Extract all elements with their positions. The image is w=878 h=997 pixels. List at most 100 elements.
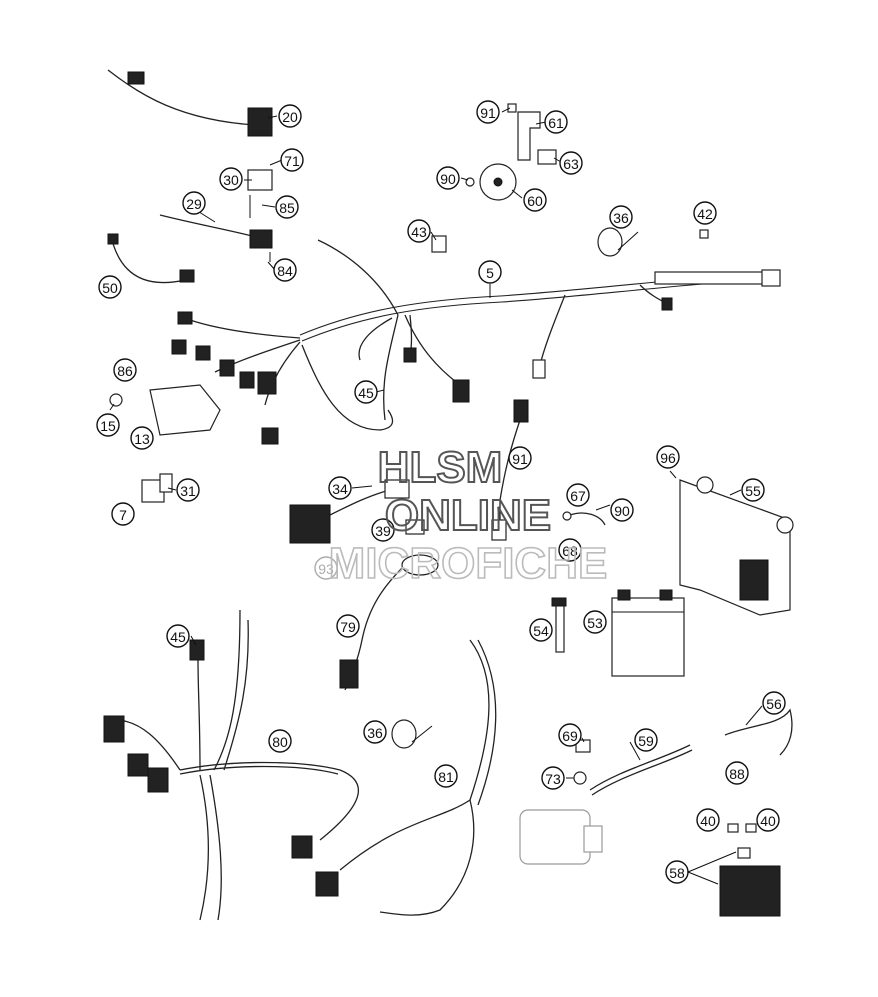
callout-73: 73 [541, 766, 565, 790]
callout-bubble [130, 426, 154, 450]
callout-55: 55 [741, 478, 765, 502]
callout-91: 91 [476, 100, 500, 124]
callout-bubble [476, 100, 500, 124]
callout-number: 50 [102, 280, 118, 296]
callout-number: 81 [438, 769, 454, 785]
callout-bubble [268, 729, 292, 753]
callout-number: 55 [745, 483, 761, 499]
callout-bubble [558, 538, 582, 562]
callout-bubble [113, 358, 137, 382]
callout-number: 30 [223, 172, 239, 188]
callout-68: 68 [558, 538, 582, 562]
start-button [159, 169, 273, 262]
callout-bubble [762, 691, 786, 715]
callout-36: 36 [609, 205, 633, 229]
watermark-line2: ONLINE [385, 491, 551, 540]
callout-number: 69 [562, 728, 578, 744]
callout-bubble [111, 502, 135, 526]
callout-bubble [363, 720, 387, 744]
callout-number: 85 [279, 200, 295, 216]
callout-number: 45 [358, 385, 374, 401]
callout-number: 71 [284, 153, 300, 169]
callout-31: 31 [176, 478, 200, 502]
callout-number: 91 [512, 451, 528, 467]
callout-bubble [529, 618, 553, 642]
mounting-bracket [109, 384, 221, 436]
callout-number: 20 [282, 109, 298, 125]
callout-number: 84 [277, 263, 293, 279]
callout-42: 42 [693, 201, 717, 225]
callout-bubble [610, 498, 634, 522]
callout-number: 90 [440, 171, 456, 187]
callout-bubble [544, 110, 568, 134]
starter-cable [589, 744, 693, 796]
callout-bubble [541, 766, 565, 790]
callout-number: 40 [760, 813, 776, 829]
callout-number: 42 [697, 206, 713, 222]
callout-bubble [278, 104, 302, 128]
callout-bubble [280, 148, 304, 172]
fuse-lead [491, 399, 529, 541]
callout-number: 34 [332, 481, 348, 497]
callout-96: 96 [656, 445, 680, 469]
callout-number: 43 [411, 224, 427, 240]
callout-bubble [566, 483, 590, 507]
main-wiring-harness [171, 239, 781, 445]
callout-bubble [176, 478, 200, 502]
ground-cable [724, 708, 793, 756]
callout-number: 36 [367, 725, 383, 741]
callout-bubble [275, 195, 299, 219]
battery-box [679, 476, 794, 616]
callout-bubble [725, 761, 749, 785]
callout-number: 36 [613, 210, 629, 226]
callout-bubble [583, 610, 607, 634]
callout-number: 31 [180, 483, 196, 499]
callout-69: 69 [558, 723, 582, 747]
callout-number: 93 [318, 561, 334, 577]
callout-bubble [693, 201, 717, 225]
voltage-regulator [289, 479, 410, 544]
callout-54: 54 [529, 618, 553, 642]
callout-53: 53 [583, 610, 607, 634]
clip [699, 229, 709, 239]
callout-number: 56 [766, 696, 782, 712]
callout-bubble [436, 166, 460, 190]
callout-bubble [336, 614, 360, 638]
callout-80: 80 [268, 729, 292, 753]
callout-91: 91 [508, 446, 532, 470]
callout-bubble [166, 624, 190, 648]
callout-bubble [96, 413, 120, 437]
watermark-line3: MICROFICHE [329, 539, 608, 588]
callout-61: 61 [544, 110, 568, 134]
callout-30: 30 [219, 167, 243, 191]
callout-45: 45 [166, 624, 190, 648]
callout-84: 84 [273, 258, 297, 282]
callout-bubble [273, 258, 297, 282]
callout-13: 13 [130, 426, 154, 450]
callout-number: 68 [562, 543, 578, 559]
callout-bubble [741, 478, 765, 502]
callout-81: 81 [434, 764, 458, 788]
callout-63: 63 [559, 151, 583, 175]
starter-relay [687, 823, 781, 917]
callout-60: 60 [523, 188, 547, 212]
callout-number: 39 [375, 523, 391, 539]
callout-43: 43 [407, 219, 431, 243]
starter-motor [519, 809, 603, 865]
watermark: HLSM ONLINE MICROFICHE [328, 442, 608, 589]
callout-bubble [407, 219, 431, 243]
callout-number: 40 [700, 813, 716, 829]
spark-plug-cap [339, 519, 439, 691]
nut [573, 771, 587, 785]
callout-7: 7 [111, 502, 135, 526]
callout-number: 13 [134, 431, 150, 447]
callout-59: 59 [634, 728, 658, 752]
rubber-grommet [431, 235, 447, 253]
callout-bubble [609, 205, 633, 229]
callout-number: 58 [669, 865, 685, 881]
callout-20: 20 [278, 104, 302, 128]
callout-number: 60 [527, 193, 543, 209]
callout-number: 88 [729, 766, 745, 782]
callout-bubble [314, 556, 338, 580]
